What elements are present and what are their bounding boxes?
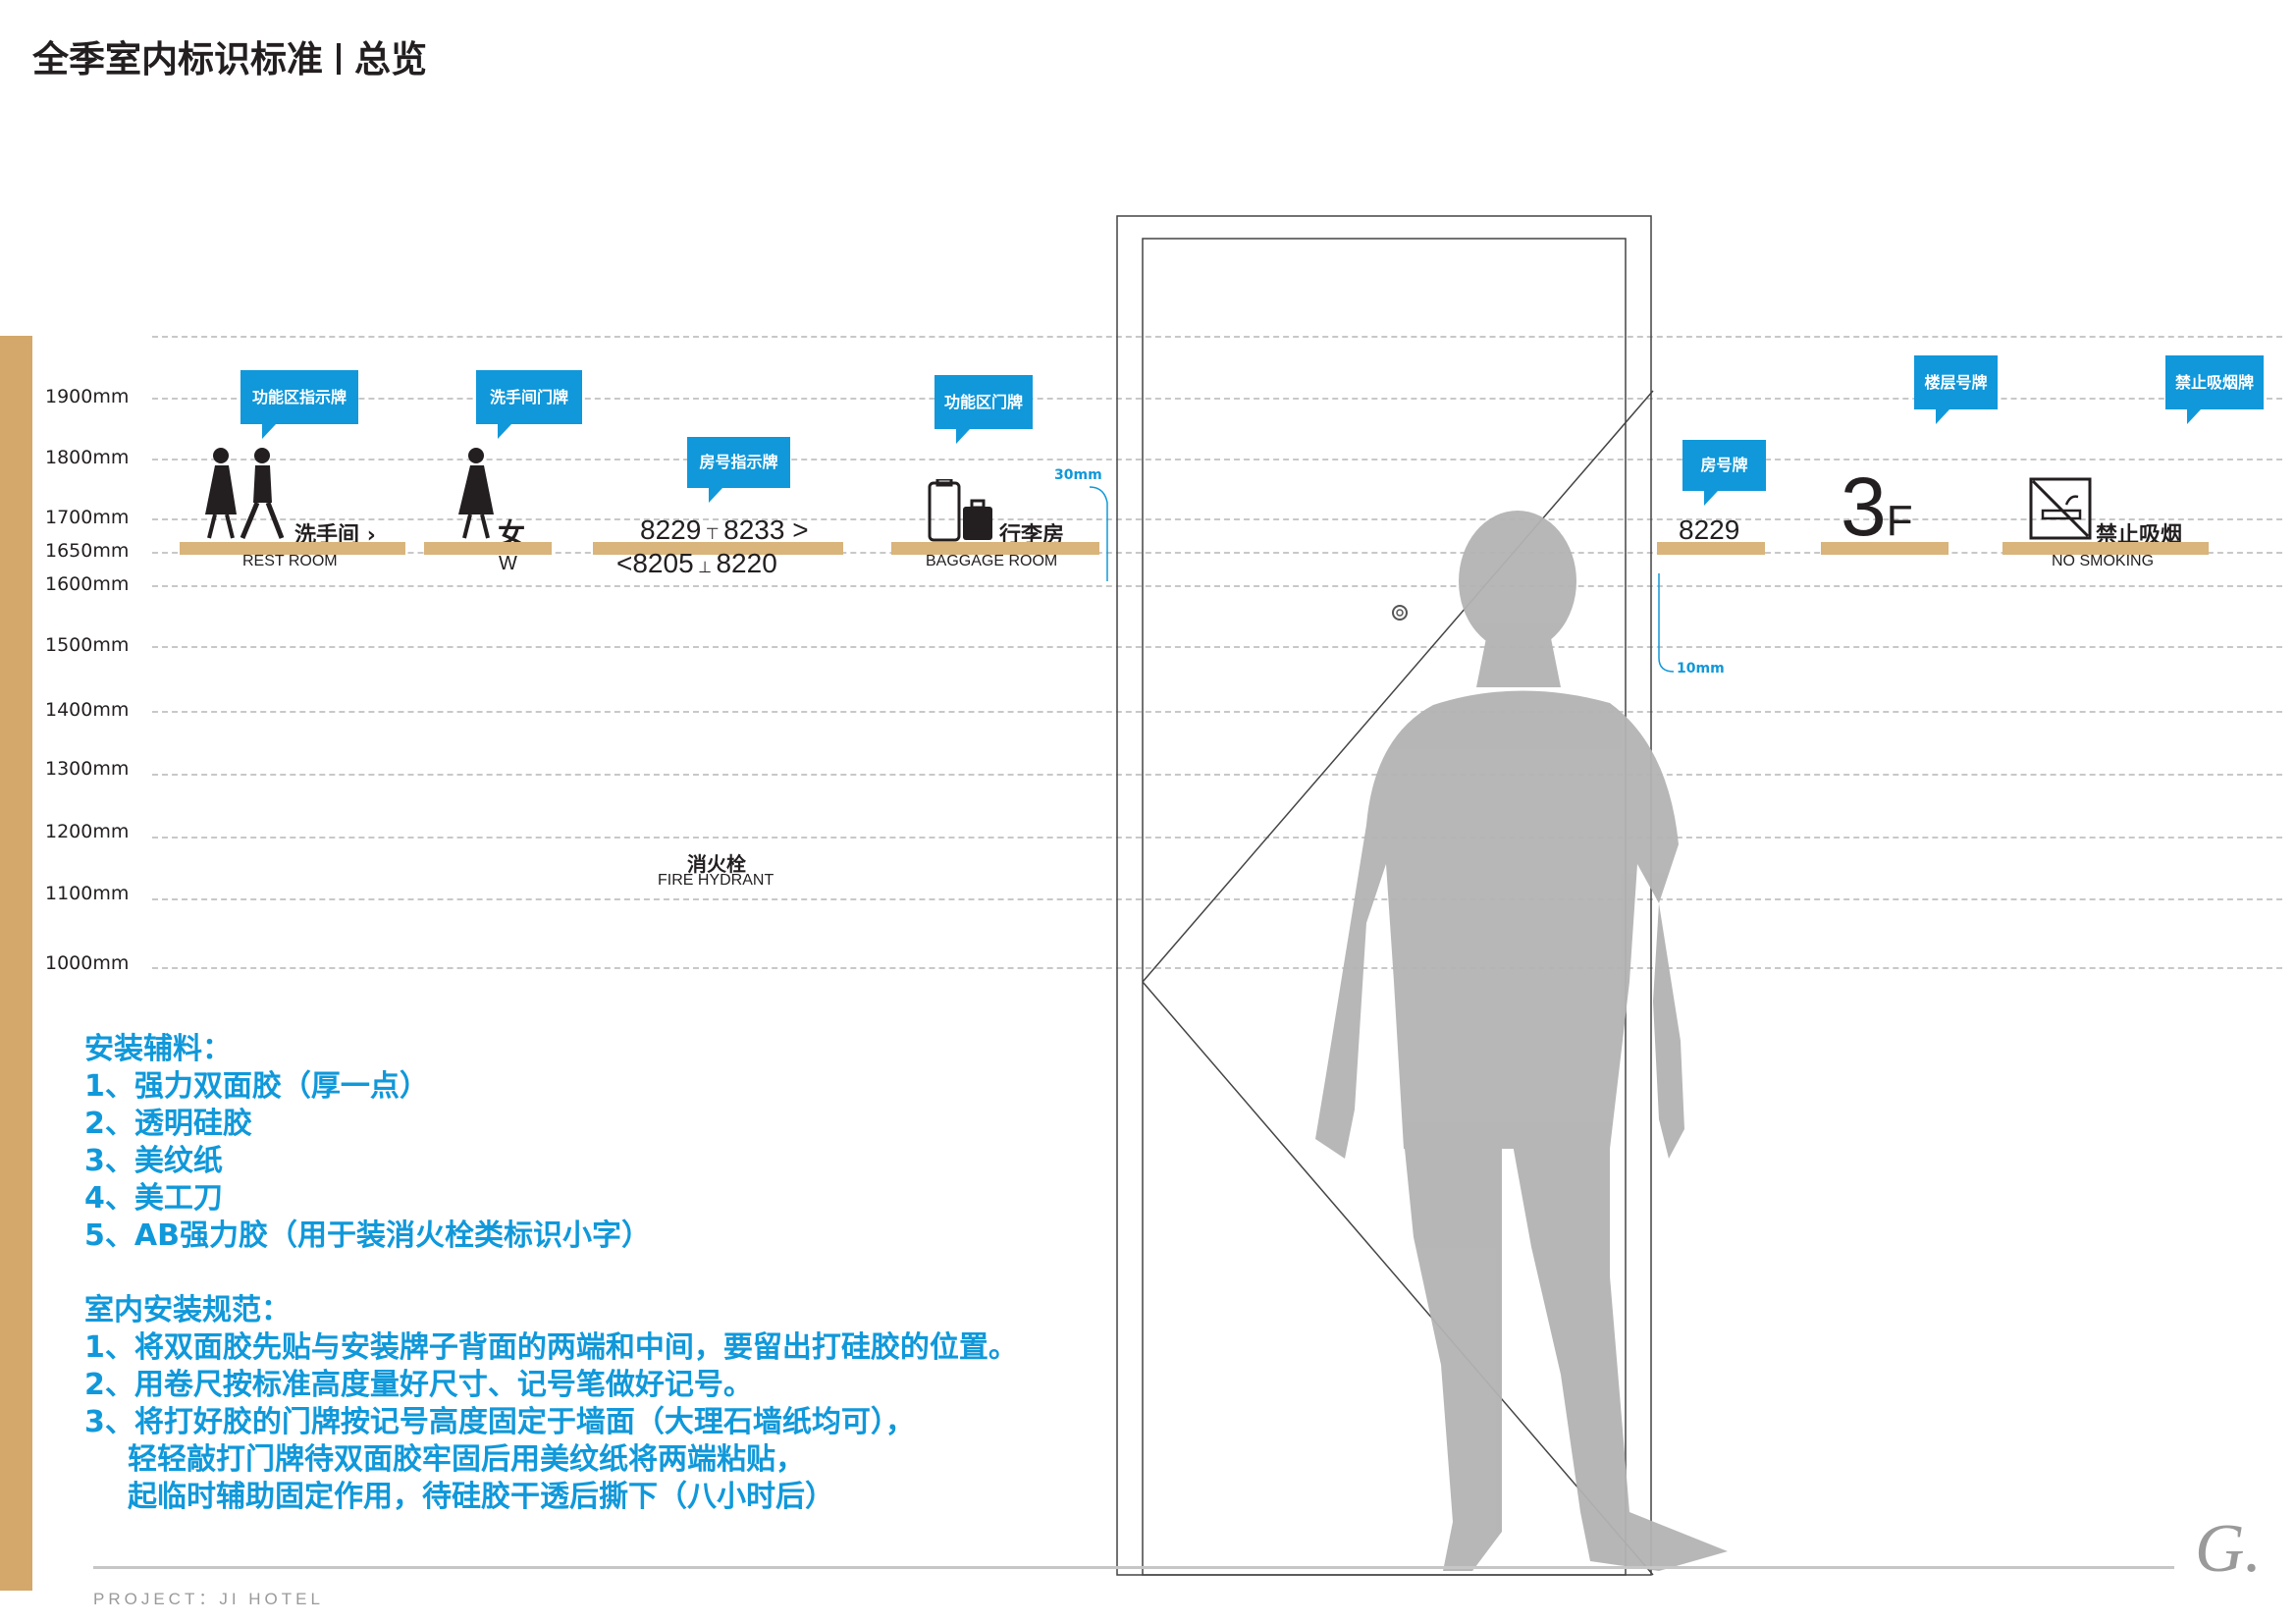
callout-room-direction: 房号指示牌 xyxy=(687,437,790,503)
door-swing-line xyxy=(1142,390,1654,983)
person-silhouette-icon xyxy=(1315,511,1728,1571)
height-label: 1800mm xyxy=(45,447,130,468)
spec-title: 室内安装规范： xyxy=(84,1293,291,1327)
room-number: 8229 xyxy=(1679,514,1740,545)
height-label: 1650mm xyxy=(45,540,130,562)
height-label: 1100mm xyxy=(45,883,130,904)
materials-item: 2、透明硅胶 xyxy=(84,1107,252,1141)
materials-item: 5、AB强力胶（用于装消火栓类标识小字） xyxy=(84,1218,651,1253)
height-label: 1300mm xyxy=(45,758,130,780)
footer-divider xyxy=(93,1566,2174,1569)
guide-line xyxy=(152,398,2282,400)
room-range-bottom: <8205 ⊥ 8220 xyxy=(616,548,777,578)
materials-item: 3、美纹纸 xyxy=(84,1144,223,1178)
dimension-side: 10mm xyxy=(1677,661,1725,677)
guide-line xyxy=(152,837,2282,839)
dimension-top: 30mm xyxy=(1054,467,1102,483)
women-label-en: W xyxy=(499,553,517,574)
title-text: 全季室内标识标准 xyxy=(32,38,323,81)
height-label: 1000mm xyxy=(45,952,130,974)
door-swing-line xyxy=(1142,981,1654,1576)
brand-logo: G. xyxy=(2195,1511,2263,1587)
spec-item: 3、将打好胶的门牌按记号高度固定于墙面（大理石墙纸均可）， xyxy=(84,1405,915,1439)
guide-line xyxy=(152,552,2282,554)
guide-line xyxy=(152,898,2282,900)
guide-line xyxy=(152,585,2282,587)
sign-plank xyxy=(1821,542,1949,555)
guide-line xyxy=(152,518,2282,520)
height-label: 1400mm xyxy=(45,699,130,721)
restroom-people-icon xyxy=(205,448,285,539)
guide-line xyxy=(152,711,2282,713)
floor-number: 3F xyxy=(1841,460,1913,553)
left-accent-bar xyxy=(0,336,32,1591)
sign-plank xyxy=(593,542,843,555)
materials-title: 安装辅料： xyxy=(84,1032,232,1066)
woman-icon xyxy=(458,448,494,539)
spec-item: 2、用卷尺按标准高度量好尺寸、记号笔做好记号。 xyxy=(84,1368,753,1402)
installation-notes: 安装辅料： 1、强力双面胶（厚一点） 2、透明硅胶 3、美纹纸 4、美工刀 5、… xyxy=(84,1031,1018,1516)
baggage-label-en: BAGGAGE ROOM xyxy=(926,553,1058,569)
no-smoking-icon xyxy=(2029,477,2092,540)
spec-item: 1、将双面胶先贴与安装牌子背面的两端和中间，要留出打硅胶的位置。 xyxy=(84,1330,1018,1365)
hydrant-label: 消火栓 xyxy=(687,852,746,876)
callout-function-door: 功能区门牌 xyxy=(934,375,1033,444)
dimension-line xyxy=(1089,486,1108,581)
spec-item-continued: 轻轻敲打门牌待双面胶牢固后用美纹纸将两端粘贴， xyxy=(128,1442,805,1477)
room-range-top: 8229 ⊤ 8233 > xyxy=(640,514,809,545)
materials-item: 1、强力双面胶（厚一点） xyxy=(84,1069,429,1104)
height-label: 1900mm xyxy=(45,386,130,407)
spec-item-continued: 起临时辅助固定作用，待硅胶干透后撕下（八小时后） xyxy=(128,1480,834,1514)
title-divider xyxy=(337,43,341,75)
callout-restroom-door: 洗手间门牌 xyxy=(476,370,582,439)
height-label: 1200mm xyxy=(45,821,130,842)
materials-item: 4、美工刀 xyxy=(84,1181,223,1216)
guide-line-top xyxy=(152,336,2282,338)
peephole-icon xyxy=(1392,605,1408,621)
callout-no-smoking: 禁止吸烟牌 xyxy=(2165,355,2264,424)
sign-plank xyxy=(1657,542,1765,555)
arrow-left-icon: < xyxy=(616,548,633,578)
luggage-icon xyxy=(928,479,992,542)
height-label: 1700mm xyxy=(45,507,130,528)
height-label: 1600mm xyxy=(45,573,130,595)
sign-plank xyxy=(2002,542,2209,555)
callout-function-direction: 功能区指示牌 xyxy=(240,370,358,439)
project-label: PROJECT：JI HOTEL xyxy=(93,1590,324,1608)
guide-line xyxy=(152,774,2282,776)
height-label: 1500mm xyxy=(45,634,130,656)
callout-floor-number: 楼层号牌 xyxy=(1914,355,1998,424)
sign-plank xyxy=(424,542,552,555)
callout-room-number: 房号牌 xyxy=(1682,440,1766,506)
arrow-right-icon: › xyxy=(366,523,376,548)
restroom-label-en: REST ROOM xyxy=(242,553,338,569)
section-text: 总览 xyxy=(354,38,427,81)
guide-line xyxy=(152,459,2282,460)
no-smoking-label-en: NO SMOKING xyxy=(2052,553,2155,569)
guide-line xyxy=(152,967,2282,969)
hydrant-label-en: FIRE HYDRANT xyxy=(658,872,774,889)
page-title: 全季室内标识标准总览 xyxy=(32,29,427,82)
sign-plank xyxy=(891,542,1099,555)
guide-line xyxy=(152,646,2282,648)
arrow-right-icon: > xyxy=(784,514,809,545)
dimension-line xyxy=(1658,573,1675,673)
sign-plank xyxy=(180,542,405,555)
